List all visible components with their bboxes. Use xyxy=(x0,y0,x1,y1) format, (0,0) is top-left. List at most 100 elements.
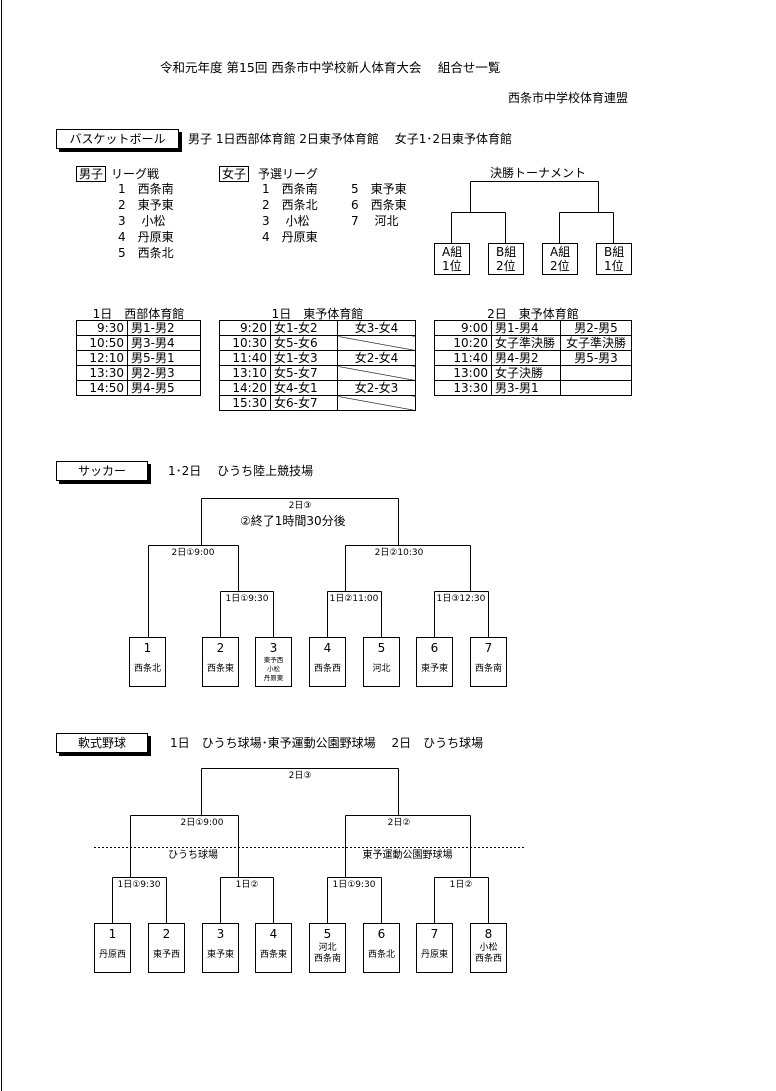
page-border xyxy=(1,0,2,1091)
team-name: 東予東 xyxy=(206,950,234,960)
team-number: 4 xyxy=(269,927,278,941)
final-slot-rank: 1位 xyxy=(442,259,462,273)
match-cell: 女1-女3 xyxy=(270,350,338,366)
team-number: 2 xyxy=(216,641,225,655)
match-cell: 男4-男2 xyxy=(491,350,561,366)
time-cell: 9:30 xyxy=(76,320,128,336)
match-cell: 男1-男4 xyxy=(491,320,561,336)
schedule-caption-day2-toyo: 2日 東予体育館 xyxy=(487,307,579,321)
team-number: 4 xyxy=(323,641,332,655)
baseball-venue: 1日 ひうち球場･東予運動公園野球場 2日 ひうち球場 xyxy=(170,736,484,750)
match-cell: 男5-男1 xyxy=(127,350,201,366)
soccer-final-label: 2日③ xyxy=(288,501,312,511)
team-name: 小松 西条西 xyxy=(474,943,502,964)
team-name: 西条東 xyxy=(259,950,287,960)
baseball-r1-label: 1日② xyxy=(235,880,259,890)
boys-team: 4 丹原東 xyxy=(118,230,174,244)
match-cell: 女6-女7 xyxy=(270,395,338,411)
team-number: 8 xyxy=(484,927,493,941)
team-slot: 3 東予西 小松 丹原東 xyxy=(255,637,292,687)
boys-tag: 男子 xyxy=(76,166,107,182)
team-slot: 5 河北 西条南 xyxy=(309,923,346,973)
girls-tag: 女子 xyxy=(219,166,250,182)
team-number: 5 xyxy=(377,641,386,655)
team-number: 1 xyxy=(143,641,152,655)
boys-team: 3 小松 xyxy=(118,214,166,228)
team-number: 5 xyxy=(323,927,332,941)
team-slot: 4 西条西 xyxy=(309,637,346,687)
team-name: 西条北 xyxy=(133,664,161,674)
team-name: 西条東 xyxy=(206,664,234,674)
team-name: 西条西 xyxy=(313,664,341,674)
time-cell: 12:10 xyxy=(76,350,128,366)
match-cell: 女2-女4 xyxy=(337,350,416,366)
final-slot-group: B組 xyxy=(604,245,625,259)
soccer-final-note: ②終了1時間30分後 xyxy=(240,514,346,528)
match-cell: 女4-女1 xyxy=(270,380,338,396)
soccer-r1-label: 1日②11:00 xyxy=(329,594,379,604)
time-cell: 10:50 xyxy=(76,335,128,351)
section-label-baseball: 軟式野球 xyxy=(56,733,148,753)
boys-team: 1 西条南 xyxy=(118,182,174,196)
soccer-semi-right-label: 2日②10:30 xyxy=(374,548,424,558)
soccer-semi-left-label: 2日①9:00 xyxy=(171,548,215,558)
time-cell: 13:00 xyxy=(434,365,492,381)
team-number: 6 xyxy=(377,927,386,941)
team-slot: 6 西条北 xyxy=(363,923,400,973)
final-slot: B組 2位 xyxy=(488,243,524,275)
empty-cell-slashed xyxy=(337,365,416,381)
team-number: 2 xyxy=(162,927,171,941)
baseball-r1-label: 1日② xyxy=(449,880,473,890)
time-cell: 14:20 xyxy=(219,380,271,396)
boys-league-title: リーグ戦 xyxy=(111,167,160,181)
final-slot: A組 1位 xyxy=(434,243,470,275)
soccer-r1-label: 1日①9:30 xyxy=(225,594,269,604)
match-cell: 女1-女2 xyxy=(270,320,338,336)
team-name: 丹原東 xyxy=(420,950,448,960)
team-number: 3 xyxy=(269,641,278,655)
final-slot-group: A組 xyxy=(442,245,463,259)
baseball-r1-label: 1日①9:30 xyxy=(117,880,161,890)
match-cell: 男5-男3 xyxy=(560,350,632,366)
time-cell: 9:20 xyxy=(219,320,271,336)
girls-team: 6 西条東 xyxy=(351,198,407,212)
time-cell: 11:40 xyxy=(434,350,492,366)
ground-left-label: ひうち球場 xyxy=(168,850,218,861)
match-cell: 女2-女3 xyxy=(337,380,416,396)
team-number: 7 xyxy=(484,641,493,655)
team-name: 東予西 xyxy=(152,950,180,960)
girls-league-title: 予選リーグ xyxy=(258,167,319,181)
baseball-final-label: 2日③ xyxy=(288,771,312,781)
match-cell: 男2-男5 xyxy=(560,320,632,336)
match-cell: 女5-女7 xyxy=(270,365,338,381)
final-slot: B組 1位 xyxy=(596,243,632,275)
time-cell: 14:50 xyxy=(76,380,128,396)
final-slot: A組 2位 xyxy=(542,243,578,275)
girls-team: 7 河北 xyxy=(351,214,399,228)
team-slot: 7 西条南 xyxy=(470,637,507,687)
girls-team: 2 西条北 xyxy=(262,198,318,212)
final-slot-group: B組 xyxy=(496,245,517,259)
team-slot: 8 小松 西条西 xyxy=(470,923,507,973)
time-cell: 9:00 xyxy=(434,320,492,336)
page-title: 令和元年度 第15回 西条市中学校新人体育大会 組合せ一覧 xyxy=(160,60,501,75)
empty-cell-slashed xyxy=(337,395,416,411)
team-slot: 5 河北 xyxy=(363,637,400,687)
team-slot: 1 丹原西 xyxy=(94,923,131,973)
team-slot: 2 西条東 xyxy=(202,637,239,687)
